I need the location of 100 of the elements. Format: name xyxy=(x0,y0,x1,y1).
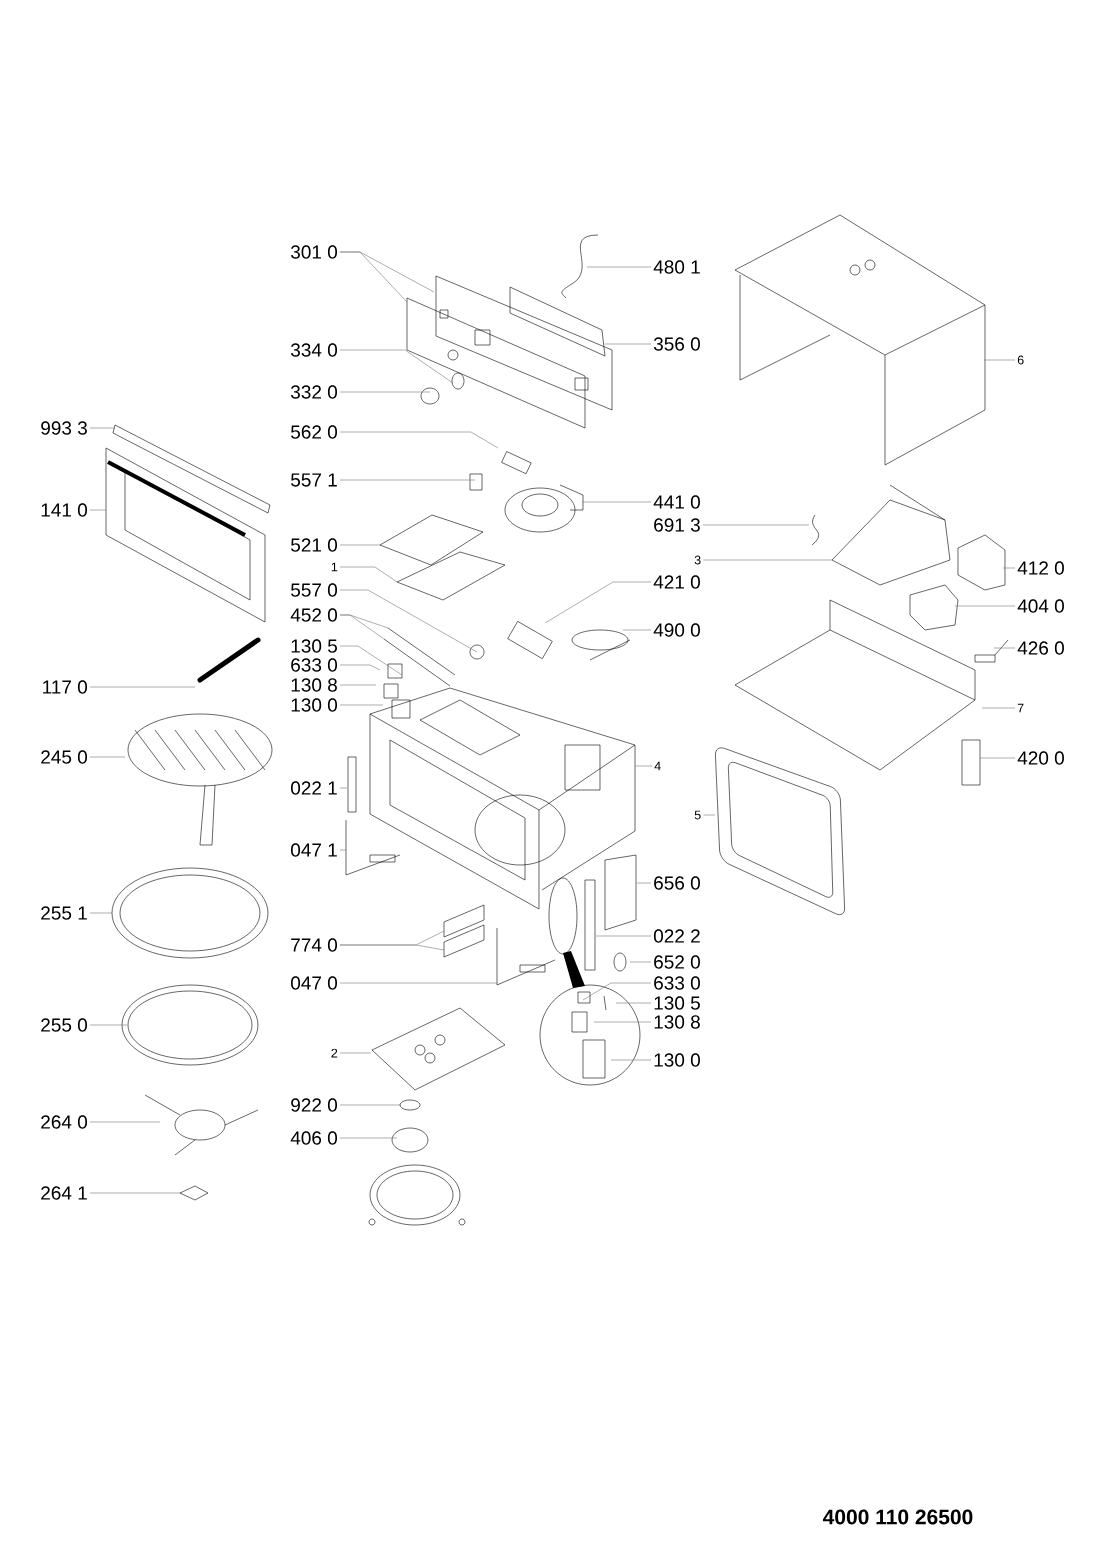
leader-line xyxy=(339,787,348,789)
leader-line xyxy=(636,882,652,884)
callout-number: 774 0 xyxy=(291,938,338,952)
callout-number: 2 xyxy=(331,1048,338,1058)
callout-number: 264 1 xyxy=(41,1186,87,1200)
leader-line xyxy=(339,704,384,706)
leader-line xyxy=(339,349,454,384)
callout-number: 130 5 xyxy=(654,996,700,1010)
leader-line xyxy=(89,686,196,688)
callout-number: 047 0 xyxy=(291,976,338,990)
callout-number: 1 xyxy=(331,562,338,572)
leader-line xyxy=(339,251,408,303)
callout-number: 420 0 xyxy=(1017,751,1064,765)
leader-line xyxy=(89,1121,161,1123)
leader-line xyxy=(89,1024,128,1026)
leader-line xyxy=(339,391,431,393)
callout-number: 426 0 xyxy=(1017,641,1064,655)
callout-number: 480 1 xyxy=(653,260,700,274)
callout-number: 022 2 xyxy=(653,929,700,943)
callout-number: 130 0 xyxy=(291,698,338,712)
callout-number: 490 0 xyxy=(653,623,700,637)
leader-line xyxy=(544,581,652,624)
leader-line xyxy=(582,982,652,1001)
callout-number: 404 0 xyxy=(1017,599,1064,613)
leader-line xyxy=(586,266,652,268)
leader-line xyxy=(89,427,116,429)
leader-line xyxy=(89,756,126,758)
callout-number: 562 0 xyxy=(291,425,338,439)
leader-line xyxy=(339,566,398,583)
callout-number: 652 0 xyxy=(654,955,700,969)
callout-number: 130 5 xyxy=(291,639,337,653)
leader-line xyxy=(339,589,478,653)
leader-line xyxy=(339,684,377,686)
leader-line xyxy=(339,664,381,671)
callout-number: 993 3 xyxy=(41,421,87,435)
callout-number: 245 0 xyxy=(41,750,88,764)
callout-number: 4 xyxy=(654,761,661,771)
callout-number: 557 0 xyxy=(291,583,338,597)
callout-number: 301 0 xyxy=(290,245,338,259)
callout-number: 332 0 xyxy=(290,385,338,399)
leader-line xyxy=(634,765,653,767)
callout-number: 334 0 xyxy=(290,343,338,357)
leader-line xyxy=(954,605,1016,607)
leader-line xyxy=(89,912,113,914)
callout-number: 6 xyxy=(1017,355,1024,365)
leader-line xyxy=(615,1002,652,1004)
callout-number: 557 1 xyxy=(291,473,337,487)
callout-number: 255 1 xyxy=(41,906,87,920)
leader-line xyxy=(339,944,445,951)
callout-number: 356 0 xyxy=(653,337,700,351)
callout-number: 412 0 xyxy=(1017,561,1064,575)
callout-number: 264 0 xyxy=(41,1115,88,1129)
leader-line xyxy=(604,343,652,345)
callout-number: 421 0 xyxy=(653,575,700,589)
catalog-number: 4000 110 26500 xyxy=(823,1509,973,1525)
callout-number: 7 xyxy=(1017,703,1024,713)
leader-line xyxy=(993,647,1016,649)
leader-line xyxy=(702,524,810,526)
leader-line xyxy=(89,509,107,511)
callout-number: 130 8 xyxy=(654,1015,700,1029)
leader-line xyxy=(339,544,381,546)
callout-number: 521 0 xyxy=(291,538,338,552)
callout-number: 656 0 xyxy=(654,876,700,890)
leader-line xyxy=(703,814,716,816)
leader-line xyxy=(339,614,385,640)
callout-number: 022 1 xyxy=(291,781,337,795)
leader-line xyxy=(981,707,1016,709)
callout-number: 441 0 xyxy=(653,495,700,509)
callout-number: 633 0 xyxy=(291,658,338,672)
leader-line xyxy=(983,359,1016,361)
leader-line xyxy=(89,1192,181,1194)
callout-number: 691 3 xyxy=(654,518,700,532)
leader-line xyxy=(1002,567,1016,569)
leader-line xyxy=(629,961,652,963)
leader-line xyxy=(339,1137,398,1139)
leader-line xyxy=(593,1021,652,1023)
leader-line xyxy=(339,479,476,481)
leader-line xyxy=(339,1104,402,1106)
callout-number: 255 0 xyxy=(41,1018,88,1032)
callout-number: 406 0 xyxy=(290,1131,338,1145)
leader-line xyxy=(622,629,652,631)
leader-line xyxy=(339,982,498,984)
leader-line xyxy=(581,501,652,503)
leader-line xyxy=(339,431,499,449)
callout-number: 5 xyxy=(694,810,701,820)
leader-line xyxy=(339,645,403,676)
callout-number: 117 0 xyxy=(43,680,88,694)
leader-line xyxy=(979,757,1016,759)
leader-line xyxy=(595,935,652,937)
leader-line xyxy=(703,559,833,561)
leader-line xyxy=(339,849,347,851)
callout-number: 047 1 xyxy=(291,843,337,857)
callout-number: 922 0 xyxy=(291,1098,338,1112)
callout-number: 3 xyxy=(694,555,701,565)
callout-number: 130 8 xyxy=(291,678,337,692)
leader-line xyxy=(339,1052,372,1054)
callout-number: 633 0 xyxy=(654,976,700,990)
callout-number: 452 0 xyxy=(290,608,338,622)
leader-line xyxy=(610,1059,652,1061)
callout-number: 141 0 xyxy=(41,503,88,517)
